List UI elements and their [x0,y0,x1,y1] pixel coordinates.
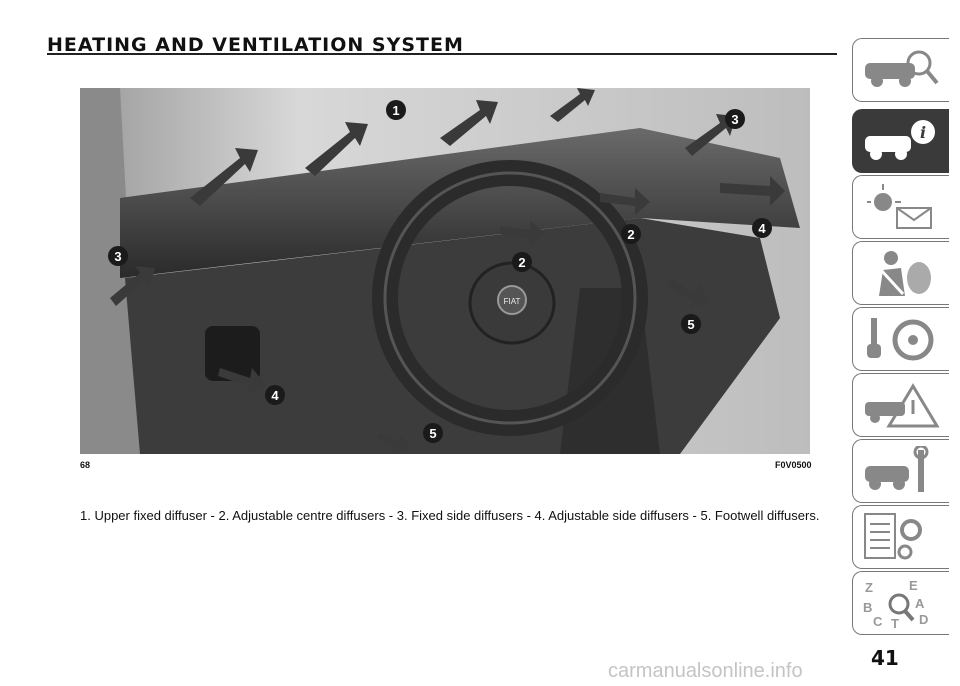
tab-index[interactable]: Z E B A C D T [852,571,949,635]
tab-starting-driving[interactable] [852,307,949,371]
badge-2-right: 2 [627,227,634,242]
page-number: 41 [871,646,899,670]
svg-text:C: C [873,614,883,628]
figure-number: 68 [80,460,91,470]
svg-text:Z: Z [865,580,873,595]
badge-4-right: 4 [758,221,766,236]
badge-2-centre: 2 [518,255,525,270]
badge-3-right: 3 [731,112,738,127]
svg-text:A: A [915,596,925,611]
badge-1: 1 [392,103,399,118]
tab-emergency[interactable] [852,373,949,437]
tab-safety[interactable] [852,241,949,305]
warning-light-message-icon [867,184,932,229]
car-search-icon [865,50,939,87]
technical-data-gears-icon [864,513,922,560]
tab-maintenance[interactable] [852,439,949,503]
badge-4-left: 4 [271,388,279,403]
dashboard-illustration: FIAT 1 3 2 2 4 3 5 4 5 [80,88,810,454]
tab-car-search[interactable] [852,38,949,102]
figure-code: F0V0500 [775,460,812,470]
watermark: carmanualsonline.info [608,660,803,682]
badge-3-left: 3 [114,249,121,264]
svg-text:D: D [919,612,928,627]
seatbelt-airbag-icon [879,251,931,296]
figure-caption: 1. Upper fixed diffuser - 2. Adjustable … [80,508,820,523]
tab-warning-lights[interactable] [852,175,949,239]
badge-5-left: 5 [429,426,436,441]
title-rule [47,53,837,55]
svg-text:T: T [891,616,899,628]
key-steering-wheel-icon [867,318,934,361]
tab-car-info[interactable]: i [852,109,949,173]
tab-technical-data[interactable] [852,505,949,569]
svg-text:B: B [863,600,872,615]
page-title: HEATING AND VENTILATION SYSTEM [47,34,464,56]
fiat-logo: FIAT [504,297,521,306]
alphabetical-index-icon: Z E B A C D T [863,578,928,628]
svg-text:E: E [909,578,918,593]
car-info-icon: i [865,120,935,160]
svg-text:i: i [920,123,926,142]
badge-5-right: 5 [687,317,694,332]
breakdown-warning-icon [865,383,940,428]
car-wrench-icon [865,446,929,492]
